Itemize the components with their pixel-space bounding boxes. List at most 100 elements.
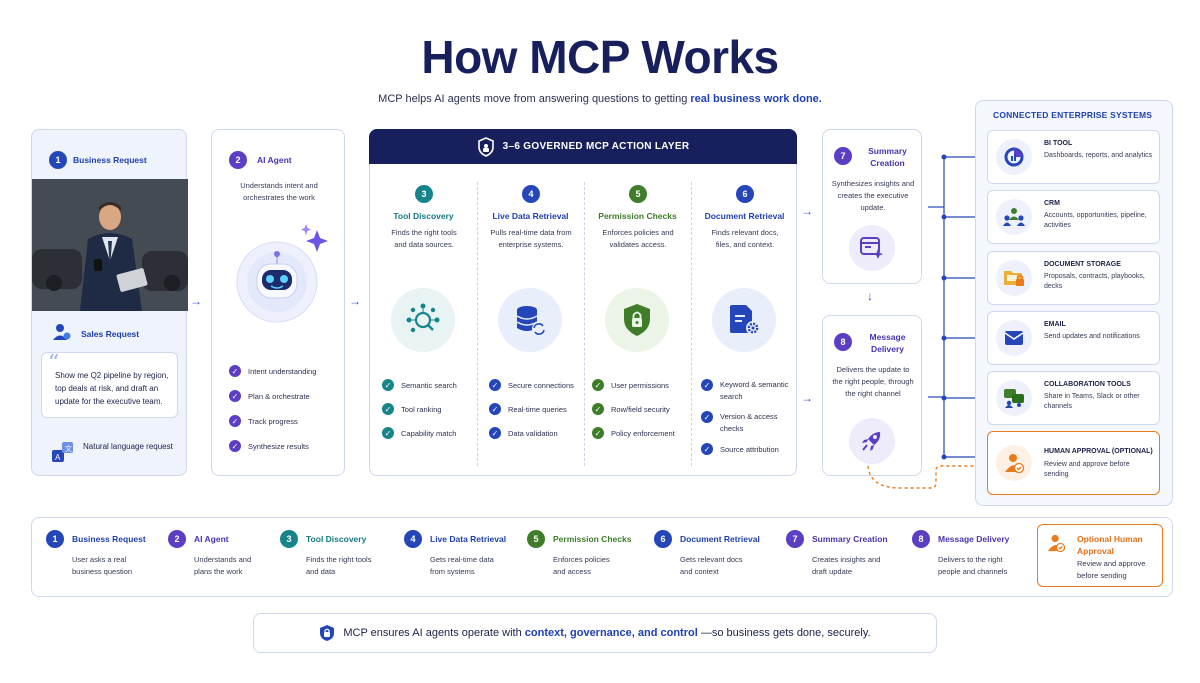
- document-retrieval-title: Document Retrieval: [704, 211, 785, 221]
- system-email[interactable]: EMAIL Send updates and notifications: [987, 311, 1160, 365]
- step-number-3: 3: [415, 185, 433, 203]
- legend-optional-approval: Optional Human Approval Review and appro…: [1037, 524, 1163, 587]
- check-item: ✓Capability match: [382, 427, 457, 439]
- step-number-8: 8: [834, 333, 852, 351]
- message-delivery-card: 8 Message Delivery Delivers the update t…: [822, 315, 922, 476]
- arrow-down-icon: ↓: [867, 289, 873, 303]
- person-approval-icon: [1047, 534, 1066, 557]
- check-item: ✓Policy enforcement: [592, 427, 675, 439]
- approval-connector: [867, 462, 986, 489]
- step-number-7: 7: [834, 147, 852, 165]
- sales-request-label: Sales Request: [81, 329, 140, 339]
- optional-approval-desc: Review and approve before sending: [1077, 559, 1146, 580]
- footer-banner: MCP ensures AI agents operate with conte…: [253, 613, 937, 653]
- tool-discovery-title: Tool Discovery: [393, 211, 454, 221]
- tool-discovery-checklist: ✓Semantic search ✓Tool ranking ✓Capabili…: [382, 379, 457, 439]
- summary-creation-title: Summary Creation: [868, 146, 907, 168]
- action-layer-header: 3–6 GOVERNED MCP ACTION LAYER: [369, 129, 797, 164]
- subtitle-text: MCP helps AI agents move from answering …: [378, 93, 691, 105]
- check-item: ✓Data validation: [489, 427, 574, 439]
- document-retrieval-checklist: ✓Keyword & semantic search ✓Version & ac…: [701, 379, 790, 455]
- shield-lock-icon: [320, 625, 335, 641]
- email-icon: [996, 320, 1032, 356]
- request-quote-text: Show me Q2 pipeline by region, top deals…: [55, 371, 169, 406]
- check-item: ✓Real-time queries: [489, 403, 574, 415]
- page-title: How MCP Works: [421, 31, 779, 83]
- check-icon: ✓: [229, 390, 241, 402]
- check-icon: ✓: [229, 415, 241, 427]
- check-item: ✓Secure connections: [489, 379, 574, 391]
- system-title: CRM: [1044, 200, 1060, 207]
- check-icon: ✓: [592, 427, 604, 439]
- message-delivery-desc: Delivers the update to the right people,…: [832, 365, 914, 398]
- ai-agent-card: 2 AI Agent Understands intent and orches…: [211, 129, 345, 476]
- tool-discovery-column: 3 Tool Discovery Finds the right tools a…: [370, 130, 477, 477]
- page-subtitle: MCP helps AI agents move from answering …: [0, 93, 1200, 105]
- system-title: COLLABORATION TOOLS: [1044, 381, 1131, 388]
- check-icon: ✓: [592, 379, 604, 391]
- system-crm[interactable]: CRM Accounts, opportunities, pipeline, a…: [987, 190, 1160, 244]
- business-request-title: Business Request: [73, 155, 147, 165]
- legend-bar: [31, 517, 1173, 597]
- action-layer-title: 3–6 GOVERNED MCP ACTION LAYER: [502, 141, 690, 152]
- check-item: ✓Keyword & semantic search: [701, 379, 790, 403]
- connected-systems-title: CONNECTED ENTERPRISE SYSTEMS: [993, 110, 1153, 120]
- summary-creation-card: 7 Summary Creation Synthesizes insights …: [822, 129, 922, 284]
- check-icon: ✓: [489, 403, 501, 415]
- system-desc: Send updates and notifications: [1044, 333, 1140, 340]
- live-data-retrieval-title: Live Data Retrieval: [492, 211, 569, 221]
- database-sync-icon: [498, 288, 562, 352]
- check-icon: ✓: [382, 379, 394, 391]
- system-document-storage[interactable]: DOCUMENT STORAGE Proposals, contracts, p…: [987, 251, 1160, 305]
- column-divider: [691, 182, 692, 466]
- businessman-photo: [32, 179, 188, 311]
- check-item: ✓Synthesize results: [229, 440, 316, 452]
- live-data-retrieval-desc: Pulls real-time data from enterprise sys…: [490, 228, 572, 249]
- subtitle-highlight: real business work done.: [690, 93, 822, 105]
- natural-language-label: Natural language request: [83, 442, 173, 451]
- person-approval-icon: [996, 445, 1032, 481]
- check-item: ✓Row/field security: [592, 403, 675, 415]
- robot-icon: [225, 220, 335, 330]
- business-request-card: 1 Business Request Sales Request “ Show …: [31, 129, 188, 476]
- svg-text:A: A: [55, 453, 61, 462]
- arrow-right-icon: →: [349, 294, 361, 308]
- live-data-checklist: ✓Secure connections ✓Real-time queries ✓…: [489, 379, 574, 439]
- ai-agent-checklist: ✓Intent understanding ✓Plan & orchestrat…: [229, 365, 316, 452]
- system-desc: Dashboards, reports, and analytics: [1044, 152, 1153, 159]
- check-item: ✓Intent understanding: [229, 365, 316, 377]
- request-quote-box: “ Show me Q2 pipeline by region, top dea…: [41, 351, 178, 418]
- system-desc: Review and approve before sending: [1044, 461, 1130, 478]
- arrow-right-icon: →: [190, 294, 202, 308]
- column-divider: [584, 182, 585, 466]
- mcp-action-layer: 3–6 GOVERNED MCP ACTION LAYER 3 Tool Dis…: [369, 129, 797, 476]
- step-number-1: 1: [49, 151, 67, 169]
- permission-checklist: ✓User permissions ✓Row/field security ✓P…: [592, 379, 675, 439]
- step-number-5: 5: [629, 185, 647, 203]
- shield-lock-icon: [605, 288, 669, 352]
- check-item: ✓Source attribution: [701, 443, 790, 455]
- live-data-retrieval-column: 4 Live Data Retrieval Pulls real-time da…: [477, 130, 584, 477]
- step-number-2: 2: [229, 151, 247, 169]
- arrow-right-icon: →: [801, 204, 813, 218]
- check-icon: ✓: [701, 443, 713, 455]
- system-collaboration-tools[interactable]: COLLABORATION TOOLS Share in Teams, Slac…: [987, 371, 1160, 425]
- folder-lock-icon: [996, 260, 1032, 296]
- bi-chart-icon: [996, 139, 1032, 175]
- arrow-right-icon: →: [801, 391, 813, 405]
- check-item: ✓User permissions: [592, 379, 675, 391]
- system-human-approval[interactable]: HUMAN APPROVAL (OPTIONAL) Review and app…: [987, 431, 1160, 495]
- check-icon: ✓: [489, 379, 501, 391]
- check-icon: ✓: [382, 403, 394, 415]
- system-bi-tool[interactable]: BI TOOL Dashboards, reports, and analyti…: [987, 130, 1160, 184]
- check-item: ✓Version & access checks: [701, 411, 790, 435]
- check-item: ✓Semantic search: [382, 379, 457, 391]
- check-item: ✓Tool ranking: [382, 403, 457, 415]
- system-title: EMAIL: [1044, 321, 1066, 328]
- check-icon: ✓: [229, 440, 241, 452]
- crm-people-icon: [996, 199, 1032, 235]
- person-icon: [52, 323, 72, 341]
- shield-icon: [477, 136, 494, 157]
- column-divider: [477, 182, 478, 466]
- message-delivery-title: Message Delivery: [869, 332, 906, 354]
